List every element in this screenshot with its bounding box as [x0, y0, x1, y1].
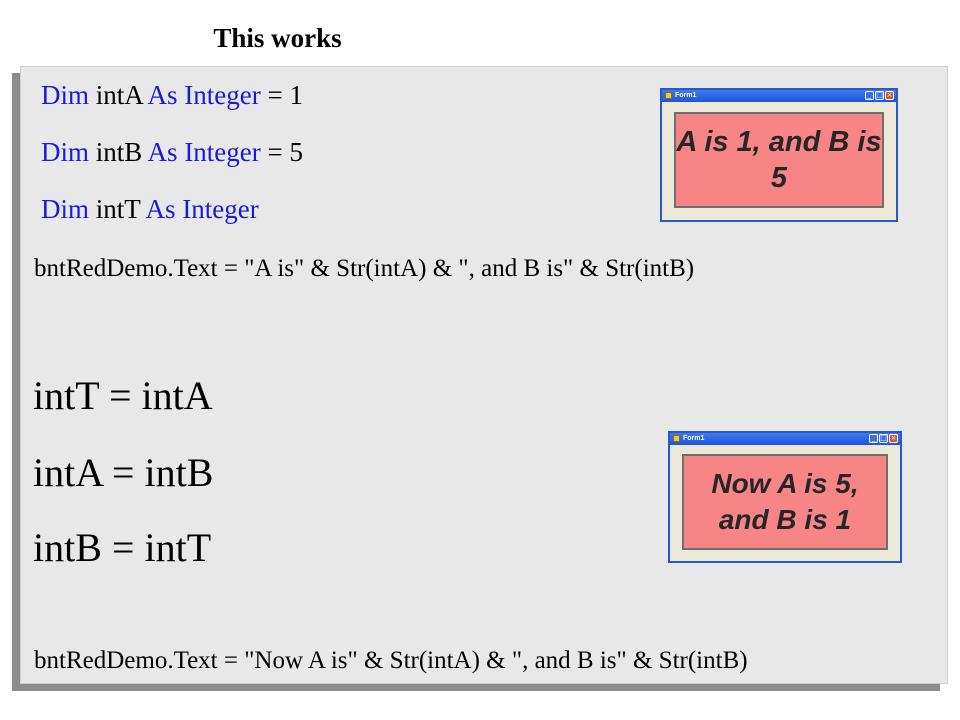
maximize-icon[interactable]: □: [875, 91, 884, 100]
keyword-as: As: [147, 80, 178, 110]
declaration-int-a: Dim intA As Integer = 1: [41, 78, 303, 112]
swap-step-3: intB = intT: [33, 525, 212, 570]
swap-step-2: intA = intB: [33, 450, 214, 495]
window-controls: _ □ ×: [869, 434, 898, 443]
keyword-as: As: [147, 137, 178, 167]
red-demo-button[interactable]: A is 1, and B is 5: [674, 112, 884, 208]
keyword-dim: Dim: [41, 194, 90, 224]
form-window-before: Form1 _ □ × A is 1, and B is 5: [660, 88, 898, 222]
maximize-icon[interactable]: □: [879, 434, 888, 443]
variable-name: intT: [95, 194, 141, 224]
keyword-type: Integer: [184, 80, 261, 110]
keyword-dim: Dim: [41, 137, 90, 167]
statement-set-text-before: bntRedDemo.Text = "A is" & Str(intA) & "…: [34, 255, 695, 282]
keyword-as: As: [145, 194, 176, 224]
red-demo-button[interactable]: Now A is 5, and B is 1: [682, 454, 888, 550]
keyword-type: Integer: [184, 137, 261, 167]
form-app-icon: [665, 92, 672, 99]
swap-step-1: intT = intA: [33, 373, 213, 418]
form-window-after: Form1 _ □ × Now A is 5, and B is 1: [668, 431, 902, 563]
form-titlebar[interactable]: Form1 _ □ ×: [662, 90, 896, 102]
form-titlebar[interactable]: Form1 _ □ ×: [670, 433, 900, 445]
close-icon[interactable]: ×: [889, 434, 898, 443]
declaration-int-t: Dim intT As Integer: [41, 192, 259, 226]
variable-name: intB: [95, 137, 143, 167]
minimize-icon[interactable]: _: [869, 434, 878, 443]
initializer: = 1: [267, 80, 303, 110]
close-icon[interactable]: ×: [885, 91, 894, 100]
minimize-icon[interactable]: _: [865, 91, 874, 100]
variable-name: intA: [95, 80, 143, 110]
keyword-type: Integer: [182, 194, 259, 224]
slide-title: This works: [213, 23, 342, 53]
form-title: Form1: [675, 92, 697, 99]
statement-set-text-after: bntRedDemo.Text = "Now A is" & Str(intA)…: [34, 647, 748, 674]
window-controls: _ □ ×: [865, 91, 894, 100]
form-title: Form1: [683, 435, 705, 442]
declaration-int-b: Dim intB As Integer = 5: [41, 135, 303, 169]
keyword-dim: Dim: [41, 80, 90, 110]
form-app-icon: [673, 435, 680, 442]
initializer: = 5: [267, 137, 303, 167]
